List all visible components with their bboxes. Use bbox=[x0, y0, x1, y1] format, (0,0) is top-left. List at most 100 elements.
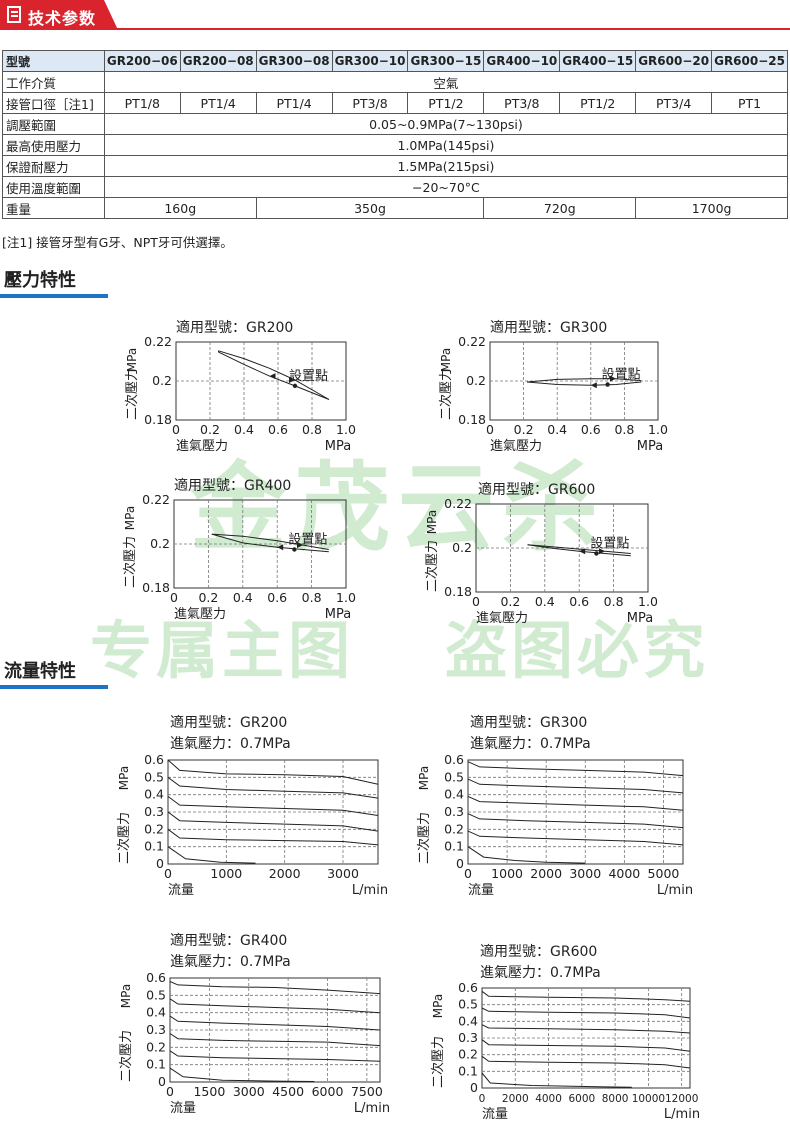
x-tick-label: 0.8 bbox=[614, 422, 634, 437]
x-tick-label: 0.4 bbox=[547, 422, 567, 437]
set-point-label: 設置點 bbox=[602, 367, 641, 383]
series-line bbox=[467, 830, 684, 846]
x-axis-label: 進氣壓力 bbox=[174, 607, 226, 622]
medium-value: 空氣 bbox=[103, 71, 789, 93]
x-axis-unit: L/min bbox=[352, 883, 388, 898]
proof-pressure-value: 1.5MPa(215psi) bbox=[103, 155, 789, 177]
temperature-label: 使用溫度範圍 bbox=[2, 176, 105, 198]
x-tick-label: 0 bbox=[166, 1084, 174, 1099]
series-line bbox=[169, 1050, 381, 1062]
y-tick-label: 0.3 bbox=[458, 1030, 478, 1045]
x-tick-label: 0.8 bbox=[302, 590, 322, 605]
weight-label: 重量 bbox=[2, 197, 105, 219]
section-flow: 流量特性 bbox=[0, 657, 108, 689]
y-axis-label: 二次壓力 bbox=[116, 812, 132, 864]
y-tick-label: 0.4 bbox=[144, 787, 164, 802]
y-tick-label: 0.2 bbox=[466, 373, 486, 388]
chart-title: 適用型號：GR300 bbox=[490, 319, 607, 336]
x-tick-label: 1500 bbox=[193, 1084, 225, 1099]
watermark-warning: 盗图必究 bbox=[445, 614, 710, 687]
y-tick-label: 0.3 bbox=[146, 1022, 166, 1037]
x-tick-label: 0.8 bbox=[604, 594, 624, 609]
y-tick-label: 0.5 bbox=[458, 997, 478, 1012]
x-tick-label: 0.8 bbox=[302, 422, 322, 437]
y-axis-label: 二次壓力 bbox=[124, 368, 140, 420]
y-tick-label: 0.3 bbox=[144, 804, 164, 819]
y-tick-label: 0.5 bbox=[444, 769, 464, 784]
port-cell: PT1/4 bbox=[179, 92, 257, 114]
series-line bbox=[481, 1024, 691, 1034]
spec-table: 型號 GR200−06 GR200−08 GR300−08 GR300−10 G… bbox=[2, 50, 789, 219]
arrow-marker bbox=[579, 548, 586, 555]
x-axis-unit: L/min bbox=[354, 1101, 390, 1116]
y-tick-label: 0 bbox=[470, 1080, 478, 1095]
port-cell: PT3/4 bbox=[635, 92, 713, 114]
y-tick-label: 0.1 bbox=[146, 1057, 166, 1072]
x-tick-label: 5000 bbox=[648, 866, 680, 881]
flow-chart-gr600: 適用型號：GR600進氣壓力：0.7MPa00.10.20.30.40.50.6… bbox=[430, 943, 700, 1122]
arrow-marker bbox=[289, 377, 295, 384]
series-line bbox=[167, 811, 379, 832]
table-row: 使用溫度範圍 −20~70°C bbox=[2, 176, 789, 198]
set-point-label: 設置點 bbox=[590, 536, 629, 552]
port-cell: PT3/8 bbox=[483, 92, 561, 114]
y-axis-unit: MPa bbox=[439, 348, 453, 372]
series-line bbox=[218, 351, 330, 400]
range-label: 調壓範圍 bbox=[2, 113, 105, 135]
x-tick-label: 0.2 bbox=[514, 422, 534, 437]
section-pressure: 壓力特性 bbox=[0, 266, 108, 298]
model-cell: GR300−10 bbox=[331, 50, 409, 72]
series-line bbox=[167, 828, 379, 846]
y-tick-label: 0.1 bbox=[458, 1063, 478, 1078]
x-tick-label: 2000 bbox=[269, 866, 301, 881]
x-axis-label: 流量 bbox=[468, 883, 494, 898]
y-tick-label: 0.2 bbox=[146, 1039, 166, 1054]
model-cell: GR600−25 bbox=[711, 50, 788, 72]
watermark-exclusive: 专属主图 bbox=[90, 614, 355, 687]
y-axis-unit: MPa bbox=[123, 506, 137, 530]
y-tick-label: 0.6 bbox=[144, 752, 164, 767]
y-tick-label: 0.4 bbox=[146, 1005, 166, 1020]
y-axis-label: 二次壓力 bbox=[430, 1036, 446, 1088]
chart-title: 適用型號：GR400 bbox=[170, 932, 287, 949]
port-cell: PT1/2 bbox=[407, 92, 485, 114]
table-row: 保證耐壓力 1.5MPa(215psi) bbox=[2, 155, 789, 177]
x-tick-label: 3000 bbox=[233, 1084, 265, 1099]
y-tick-label: 0 bbox=[456, 856, 464, 871]
x-tick-label: 3000 bbox=[569, 866, 601, 881]
model-cell: GR200−06 bbox=[103, 50, 181, 72]
y-tick-label: 0.6 bbox=[444, 752, 464, 767]
y-axis-unit: MPa bbox=[425, 510, 439, 534]
flow-chart-gr200: 適用型號：GR200進氣壓力：0.7MPa00.10.20.30.40.50.6… bbox=[116, 714, 388, 898]
port-label: 接管口徑［注1] bbox=[2, 92, 105, 114]
series-line bbox=[169, 981, 381, 995]
x-tick-label: 7500 bbox=[351, 1084, 383, 1099]
x-axis-label: 流量 bbox=[482, 1107, 508, 1122]
y-tick-label: 0.18 bbox=[458, 412, 486, 427]
x-tick-label: 4000 bbox=[608, 866, 640, 881]
y-tick-label: 0.2 bbox=[444, 821, 464, 836]
y-tick-label: 0.4 bbox=[444, 787, 464, 802]
model-label: 型號 bbox=[2, 50, 105, 72]
x-tick-label: 6000 bbox=[312, 1084, 344, 1099]
x-axis-unit: MPa bbox=[627, 611, 653, 626]
x-tick-label: 0 bbox=[486, 422, 494, 437]
x-tick-label: 0.2 bbox=[500, 594, 520, 609]
chart-subtitle: 進氣壓力：0.7MPa bbox=[480, 965, 601, 981]
port-cell: PT1/4 bbox=[255, 92, 333, 114]
model-cell: GR400−10 bbox=[483, 50, 561, 72]
y-axis-unit: MPa bbox=[431, 994, 445, 1018]
series-line bbox=[167, 795, 379, 816]
series-line bbox=[527, 544, 631, 557]
y-axis-label: 二次壓力 bbox=[416, 812, 432, 864]
chart-title: 適用型號：GR200 bbox=[176, 319, 293, 336]
x-tick-label: 0 bbox=[464, 866, 472, 881]
document-icon bbox=[7, 6, 21, 23]
x-tick-label: 0 bbox=[172, 422, 180, 437]
series-line bbox=[167, 776, 379, 799]
x-tick-label: 0.4 bbox=[233, 590, 253, 605]
chart-title: 適用型號：GR300 bbox=[470, 714, 587, 731]
y-tick-label: 0.5 bbox=[144, 769, 164, 784]
